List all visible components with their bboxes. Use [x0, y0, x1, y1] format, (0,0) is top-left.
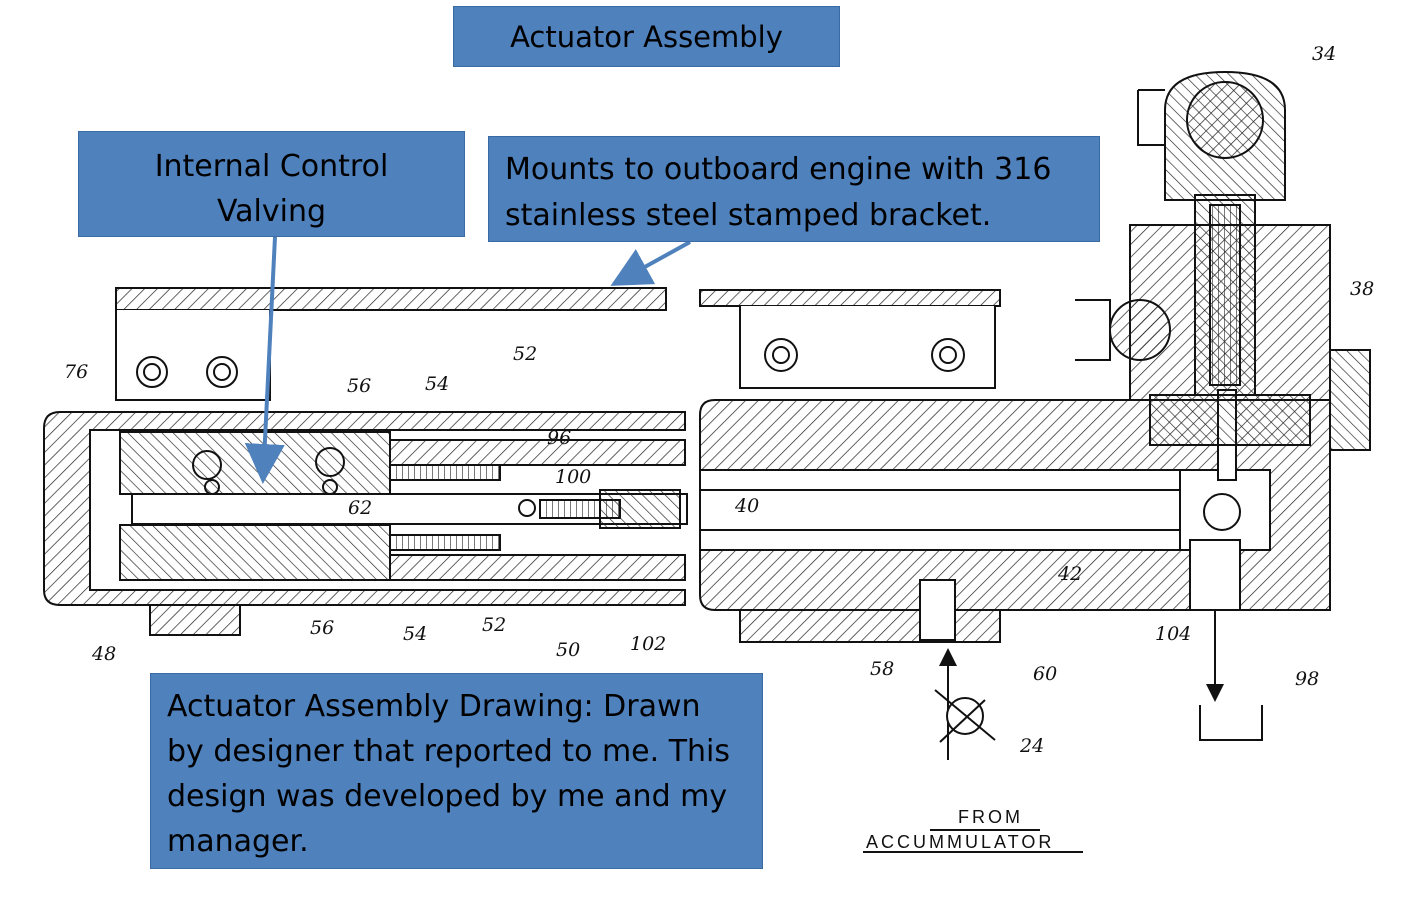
part-number-54: 54: [425, 373, 449, 395]
part-number-76: 76: [64, 361, 88, 383]
right-bracket: [699, 289, 1001, 307]
accumulator-label: ACCUMMULATOR: [866, 832, 1054, 852]
part-number-60: 60: [1033, 663, 1057, 685]
part-number-38: 38: [1350, 278, 1374, 300]
description-line-2: by designer that reported to me. This: [167, 734, 731, 769]
valving-line-2: Valving: [216, 194, 327, 229]
part-number-104: 104: [1155, 623, 1191, 645]
valving-line-1: Internal Control: [154, 149, 389, 184]
part-number-98: 98: [1295, 668, 1319, 690]
part-number-96: 96: [547, 427, 571, 449]
title-callout: Actuator Assembly: [453, 6, 840, 67]
part-number-52: 52: [513, 343, 537, 365]
part-number-52b: 52: [482, 614, 506, 636]
left-housing: [43, 411, 686, 606]
description-line-1: Actuator Assembly Drawing: Drawn: [167, 689, 701, 724]
mount-arrow: [610, 240, 691, 286]
part-number-50: 50: [556, 639, 580, 661]
title-text: Actuator Assembly: [510, 19, 783, 54]
part-number-56: 56: [347, 375, 371, 397]
mount-callout: Mounts to outboard engine with 316 stain…: [488, 136, 1100, 242]
from-label: FROM: [958, 807, 1023, 827]
internal-valving-callout: Internal Control Valving: [78, 131, 465, 237]
part-number-42: 42: [1057, 563, 1082, 585]
left-bracket: [115, 287, 667, 311]
description-callout: Actuator Assembly Drawing: Drawn by desi…: [150, 673, 763, 869]
part-number-24: 24: [1019, 735, 1044, 757]
part-number-34: 34: [1312, 43, 1336, 65]
mount-line-2: stainless steel stamped bracket.: [505, 198, 992, 233]
mount-line-1: Mounts to outboard engine with 316: [505, 152, 1052, 187]
valving-arrow: [244, 236, 285, 484]
part-number-62: 62: [348, 497, 372, 519]
part-number-102: 102: [630, 633, 666, 655]
description-line-3: design was developed by me and my: [167, 779, 728, 814]
part-number-58: 58: [870, 658, 894, 680]
description-line-4: manager.: [167, 824, 309, 859]
part-number-54b: 54: [403, 623, 427, 645]
part-number-56b: 56: [310, 617, 334, 639]
part-number-48: 48: [91, 643, 116, 665]
part-number-40: 40: [734, 495, 759, 517]
part-number-100: 100: [555, 466, 591, 488]
